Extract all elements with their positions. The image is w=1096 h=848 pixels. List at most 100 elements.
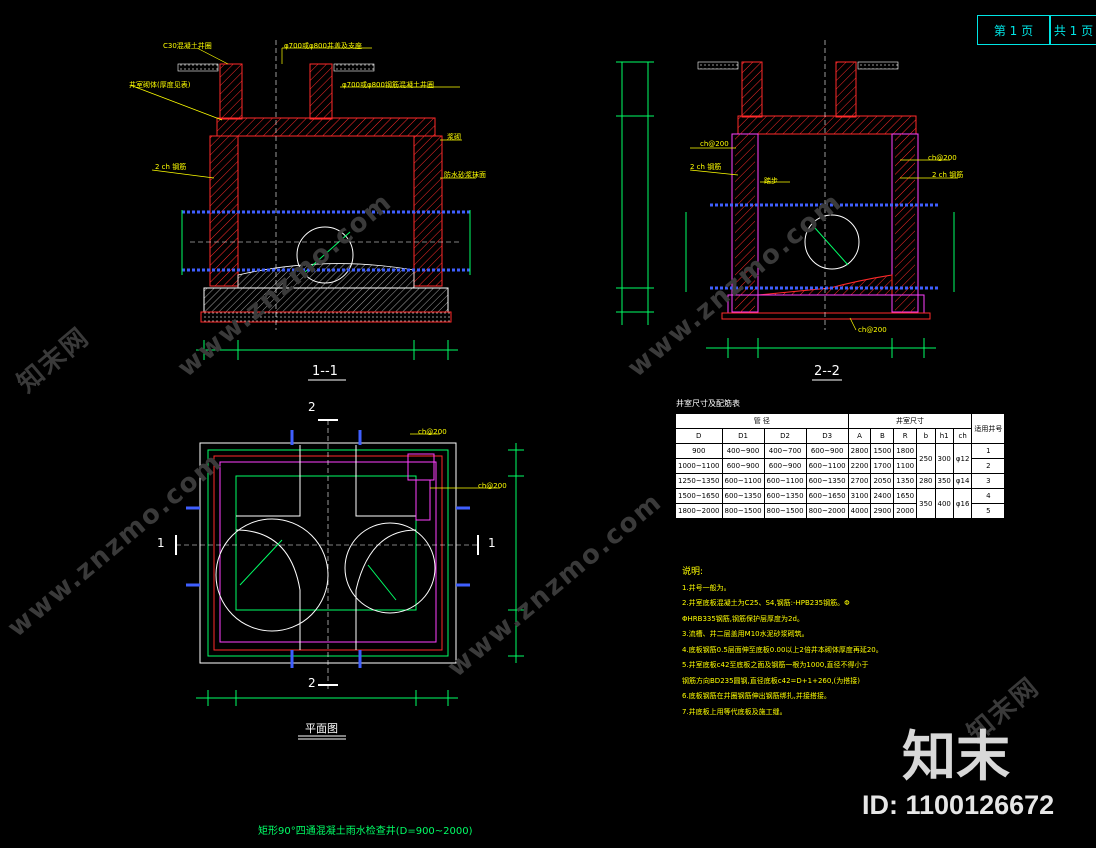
table-cell: 600~1350 [805,473,849,489]
table-col-header: A [847,428,872,444]
table-row: 1250~1350 600~1100 600~1100 600~1350 270… [675,473,1006,489]
callout: 防水砂浆抹面 [444,171,486,179]
table-group-header: 管 径 [675,413,849,429]
table-cell: 300 [934,443,954,474]
section-label: 1--1 [312,364,338,379]
callout: 2 ch 钢筋 [155,163,187,171]
table-cell: 800~1500 [721,503,765,519]
table-cell: φ16 [952,488,973,519]
notes: 说明: 1.井号一般为。 2.井室底板混凝土为C25、S4,钢筋:-HPB235… [682,565,883,720]
callout: 井室砌体(厚度见表) [129,81,191,89]
image-id: ID: 1100126672 [862,790,1055,820]
table-cell: 1000~1100 [675,458,723,474]
table-cell: 1800 [893,443,918,459]
callout: ch@200 [700,140,729,148]
table-cell: 600~900 [805,443,849,459]
table-cell: φ14 [952,473,973,489]
table-cell: 4 [971,488,1006,504]
table-cell: 2200 [847,458,872,474]
cut-mark: 1 [488,536,496,550]
callout: C30混凝土井圈 [163,42,212,50]
callout: ch@200 [858,326,887,334]
note-item: ΦHRB335钢筋,钢筋保护层厚度为2d。 [682,614,804,623]
brand-logo: 知末 [902,724,1010,788]
note-item: 4.底板钢筋0.5层面伸至底板0.00以上2倍井本砌体厚度再延20。 [682,645,883,654]
table-row: 900 400~900 400~700 600~900 2800 1500 18… [675,443,1006,474]
table-cell: 280 [916,473,936,489]
note-item: 2.井室底板混凝土为C25、S4,钢筋:-HPB235钢筋。Φ [682,599,850,607]
callout: φ700或φ800井盖及支座 [284,42,362,50]
table-cell: 400~900 [721,443,765,459]
table-cell: 2900 [870,503,895,519]
table-cell: 600~900 [763,458,807,474]
table-cell: 600~1650 [805,488,849,504]
table-row: 1000~1100 600~900 600~900 600~1100 2200 … [675,458,1006,474]
note-item: 1.井号一般为。 [682,583,731,592]
plan-view [175,419,524,740]
table-cell: 600~1350 [721,488,765,504]
callout: ch@200 [928,154,957,162]
table-cell: 2050 [870,473,895,489]
table-col-header: R [893,428,918,444]
table-cell: 2 [971,458,1006,474]
table-cell: 800~1500 [763,503,807,519]
table-title: 井室尺寸及配筋表 [676,399,740,408]
callout: 2 ch 钢筋 [932,171,964,179]
table-cell: 3 [971,473,1006,489]
table-group-header: 井室尺寸 [847,413,973,429]
cut-mark: 2 [308,676,316,690]
note-item: 7.井底板上用等代底板及施工缝。 [682,707,787,716]
table-col-header: D [675,428,723,444]
table-cell: 1250~1350 [675,473,723,489]
table-cell: 600~1100 [763,473,807,489]
note-item: 3.流槽、井二层盖用M10水泥砂浆砌筑。 [682,630,809,638]
table-col-header: b [916,428,936,444]
table-cell: 2700 [847,473,872,489]
page-current: 第 1 页 [977,15,1050,45]
note-item: 6.底板钢筋在井圈钢筋伸出钢筋绑扎,并接搭接。 [682,692,831,700]
table-row: 1800~2000 800~1500 800~1500 800~2000 400… [675,503,1006,519]
table-cell: 2000 [893,503,918,519]
table-cell: 350 [934,473,954,489]
table-cell: 1500~1650 [675,488,723,504]
callout: ch@200 [418,428,447,436]
table-cell: 1700 [870,458,895,474]
table-cell: 400~700 [763,443,807,459]
plan-title: 平面图 [305,722,338,735]
section-label: 2--2 [814,364,840,379]
callout: 踏步 [764,177,778,185]
note-item: 钢筋方向BD235圆钢,直径底板c42=D+1+260,(为搭接) [682,676,861,685]
notes-title: 说明: [682,567,704,577]
table-cell: 1650 [893,488,918,504]
cut-mark: 2 [308,400,316,414]
table-cell: 2800 [847,443,872,459]
table-col-header: D1 [721,428,765,444]
table-col-header: B [870,428,895,444]
table-cell: 1500 [870,443,895,459]
section-1-1 [129,40,476,360]
section-2-2 [616,40,958,358]
table-cell: 600~1100 [721,473,765,489]
table-group-header: 适用井号 [971,413,1006,444]
table-col-header: ch [952,428,973,444]
callout: 2 ch 钢筋 [690,163,722,171]
page-total: 共 1 页 [1050,15,1096,45]
table-cell: 1100 [893,458,918,474]
table-cell: 600~1100 [805,458,849,474]
table-cell: 600~900 [721,458,765,474]
table-cell: 1800~2000 [675,503,723,519]
table-col-header: D3 [805,428,849,444]
table-col-header: h1 [934,428,954,444]
dimension-table: 管 径 井室尺寸 适用井号 D D1 D2 D3 A B R b h1 ch 9… [675,413,1006,519]
table-cell: 2400 [870,488,895,504]
note-item: 5.井室底板c42至底板之面及钢筋一根为1000,直径不得小于 [682,661,869,669]
table-cell: 1 [971,443,1006,459]
table-cell: 3100 [847,488,872,504]
table-cell: 350 [916,488,936,519]
callout: φ700或φ800钢筋混凝土井圈 [342,81,434,89]
table-cell: 600~1350 [763,488,807,504]
table-cell: φ12 [952,443,973,474]
cut-mark: 1 [157,536,165,550]
table-cell: 4000 [847,503,872,519]
